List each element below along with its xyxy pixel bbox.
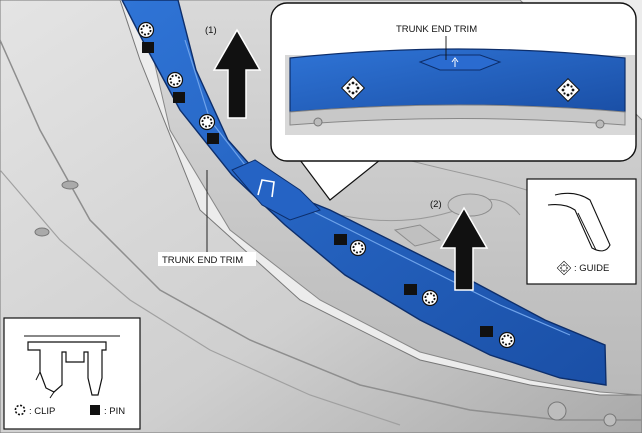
pin-icon bbox=[207, 133, 219, 144]
bumper-bolt bbox=[603, 413, 617, 427]
clip-icon bbox=[421, 289, 439, 307]
bumper-sensor bbox=[34, 227, 50, 237]
pin-icon bbox=[142, 42, 154, 53]
up-arrow-icon bbox=[439, 206, 489, 291]
inset-trim-lower-edge bbox=[289, 104, 626, 126]
clip-tab bbox=[35, 371, 55, 399]
latch-striker bbox=[257, 179, 275, 198]
clip-icon bbox=[137, 21, 155, 39]
pin-icon bbox=[334, 234, 347, 245]
guide-shape-illustration bbox=[547, 192, 611, 252]
clip-icon bbox=[349, 239, 367, 257]
clip-icon bbox=[198, 113, 216, 131]
inset-bolt bbox=[313, 117, 323, 127]
inset-trim-center-recess bbox=[418, 54, 502, 71]
trim-label-bg bbox=[158, 252, 256, 266]
pin-legend-icon bbox=[90, 405, 100, 415]
floor-bracket bbox=[393, 224, 442, 247]
trunk-end-trim-label: TRUNK END TRIM bbox=[162, 255, 243, 266]
trunk-end-trim-part bbox=[121, 0, 607, 386]
clip-pin-cross-section bbox=[27, 341, 107, 396]
clip-icon bbox=[498, 331, 516, 349]
pin-icon bbox=[404, 284, 417, 295]
inset-latch-mark bbox=[451, 57, 459, 67]
bumper-bolt bbox=[547, 401, 567, 421]
guide-legend-label: : GUIDE bbox=[574, 263, 609, 274]
up-arrow-icon bbox=[212, 28, 262, 119]
floor-recess bbox=[447, 193, 493, 217]
inset-bolt bbox=[595, 119, 605, 129]
trim-highlight bbox=[184, 39, 571, 336]
clip-icon bbox=[166, 71, 184, 89]
trim-latch-recess bbox=[231, 159, 321, 221]
bumper-sensor bbox=[61, 180, 79, 190]
pin-legend-label: : PIN bbox=[104, 406, 125, 417]
inset-trunk-end-trim-label: TRUNK END TRIM bbox=[396, 24, 477, 35]
bumper-crease-line bbox=[0, 39, 642, 421]
pin-icon bbox=[173, 92, 185, 103]
guide-shape-edge bbox=[577, 212, 597, 251]
bumper-lower-line bbox=[0, 169, 401, 426]
step-2-label: (2) bbox=[430, 199, 442, 210]
clip-legend-label: : CLIP bbox=[29, 406, 55, 417]
clip-legend-icon bbox=[14, 404, 26, 416]
step-1-label: (1) bbox=[205, 25, 217, 36]
pin-icon bbox=[480, 326, 493, 337]
